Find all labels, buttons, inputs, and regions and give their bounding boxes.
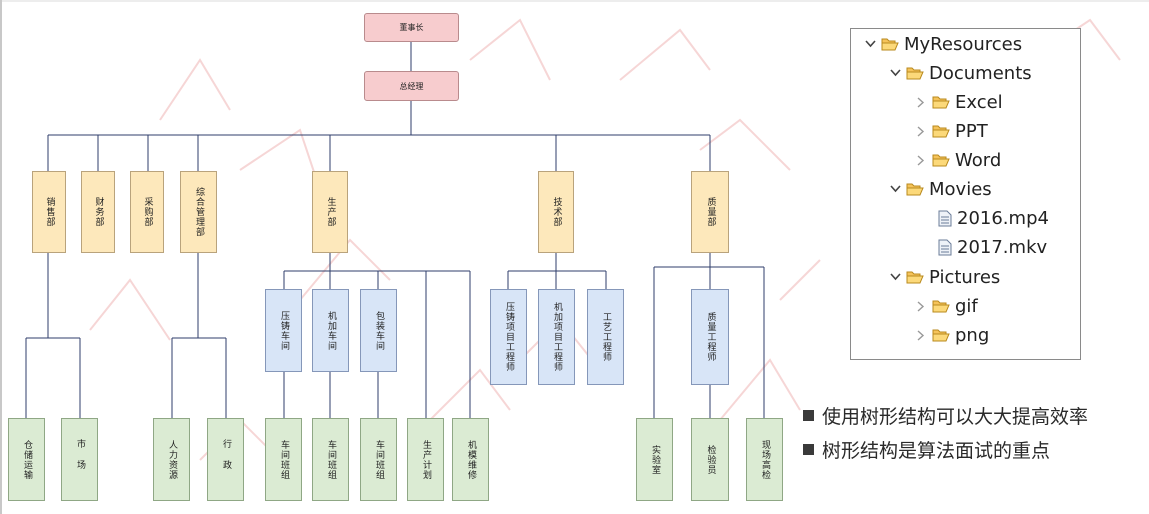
tree-row-documents[interactable]: Documents xyxy=(888,60,1032,86)
node-dept-general-mgmt: 综合管理部 xyxy=(180,171,217,253)
square-bullet-icon xyxy=(803,409,814,421)
file-icon xyxy=(938,210,952,227)
node-mold-maintenance: 机模维修 xyxy=(452,418,489,501)
tree-row-ppt[interactable]: PPT xyxy=(914,118,988,144)
square-bullet-icon xyxy=(803,443,814,455)
node-workshop-diecasting: 压铸车间 xyxy=(265,289,302,372)
tree-label-pictures: Pictures xyxy=(929,266,1001,288)
chevron-down-icon[interactable] xyxy=(888,185,902,193)
node-administration: 行政 xyxy=(207,418,244,501)
chevron-right-icon[interactable] xyxy=(914,96,928,108)
chevron-right-icon[interactable] xyxy=(914,300,928,312)
node-workshop-packaging: 包装车间 xyxy=(360,289,397,372)
node-quality-engineer: 质量工程师 xyxy=(691,289,729,385)
bullet-list: 使用树形结构可以大大提高效率 树形结构是算法面试的重点 xyxy=(803,398,1088,466)
node-workshop-machining: 机加车间 xyxy=(312,289,349,372)
node-dept-quality: 质量部 xyxy=(691,171,729,253)
tree-label-word: Word xyxy=(955,149,1002,171)
tree-label-ppt: PPT xyxy=(955,120,988,142)
tree-row-movie-2016[interactable]: 2016.mp4 xyxy=(938,205,1049,231)
folder-open-icon xyxy=(906,182,924,196)
folder-open-icon xyxy=(932,95,950,109)
tree-label-png: png xyxy=(955,324,990,346)
node-general-manager: 总经理 xyxy=(364,71,459,101)
node-chairman: 董事长 xyxy=(364,13,459,42)
file-tree-panel: MyResources Documents Excel xyxy=(850,28,1081,360)
tree-row-movies[interactable]: Movies xyxy=(888,176,992,202)
node-warehouse-transport: 仓储运输 xyxy=(8,418,45,501)
folder-open-icon xyxy=(932,124,950,138)
node-dept-technology: 技术部 xyxy=(538,171,574,253)
tree-row-root[interactable]: MyResources xyxy=(863,31,1022,57)
node-team-diecasting: 车间班组 xyxy=(265,418,302,501)
folder-open-icon xyxy=(881,37,899,51)
top-border xyxy=(0,0,1149,2)
folder-open-icon xyxy=(906,270,924,284)
node-engineer-machining: 机加项目工程师 xyxy=(538,289,575,385)
tree-label-documents: Documents xyxy=(929,62,1032,84)
chevron-down-icon[interactable] xyxy=(888,273,902,281)
node-human-resources: 人力资源 xyxy=(153,418,190,501)
tree-label-movie-2017: 2017.mkv xyxy=(957,236,1048,258)
node-dept-production: 生产部 xyxy=(312,171,348,253)
node-dept-sales: 销售部 xyxy=(32,171,66,253)
tree-label-root: MyResources xyxy=(904,33,1023,55)
bullet-text: 树形结构是算法面试的重点 xyxy=(822,439,1051,462)
tree-row-gif[interactable]: gif xyxy=(914,293,978,319)
tree-label-movies: Movies xyxy=(929,178,992,200)
node-team-machining: 车间班组 xyxy=(312,418,349,501)
folder-open-icon xyxy=(932,328,950,342)
tree-row-word[interactable]: Word xyxy=(914,147,1001,173)
chevron-down-icon[interactable] xyxy=(888,69,902,77)
node-engineer-process: 工艺工程师 xyxy=(587,289,624,385)
left-border xyxy=(0,0,2,514)
chevron-down-icon[interactable] xyxy=(863,40,877,48)
tree-row-movie-2017[interactable]: 2017.mkv xyxy=(938,234,1047,260)
tree-label-gif: gif xyxy=(955,295,978,317)
node-production-planning: 生产计划 xyxy=(407,418,444,501)
node-onsite-inspection: 现场高检 xyxy=(746,418,783,501)
node-laboratory: 实验室 xyxy=(636,418,673,501)
node-engineer-diecasting: 压铸项目工程师 xyxy=(490,289,527,385)
node-dept-finance: 财务部 xyxy=(81,171,115,253)
chevron-right-icon[interactable] xyxy=(914,329,928,341)
bullet-item: 树形结构是算法面试的重点 xyxy=(803,432,1088,466)
tree-label-movie-2016: 2016.mp4 xyxy=(957,207,1049,229)
tree-row-png[interactable]: png xyxy=(914,322,989,348)
bullet-item: 使用树形结构可以大大提高效率 xyxy=(803,398,1088,432)
node-team-packaging: 车间班组 xyxy=(360,418,397,501)
tree-row-pictures[interactable]: Pictures xyxy=(888,264,1000,290)
node-dept-purchasing: 采购部 xyxy=(130,171,164,253)
tree-label-excel: Excel xyxy=(955,91,1003,113)
chevron-right-icon[interactable] xyxy=(914,125,928,137)
node-inspector: 检验员 xyxy=(691,418,729,501)
chevron-right-icon[interactable] xyxy=(914,154,928,166)
tree-row-excel[interactable]: Excel xyxy=(914,89,1003,115)
file-icon xyxy=(938,239,952,256)
folder-open-icon xyxy=(906,66,924,80)
node-market: 市场 xyxy=(61,418,98,501)
bullet-text: 使用树形结构可以大大提高效率 xyxy=(822,405,1089,428)
folder-open-icon xyxy=(932,153,950,167)
folder-open-icon xyxy=(932,299,950,313)
